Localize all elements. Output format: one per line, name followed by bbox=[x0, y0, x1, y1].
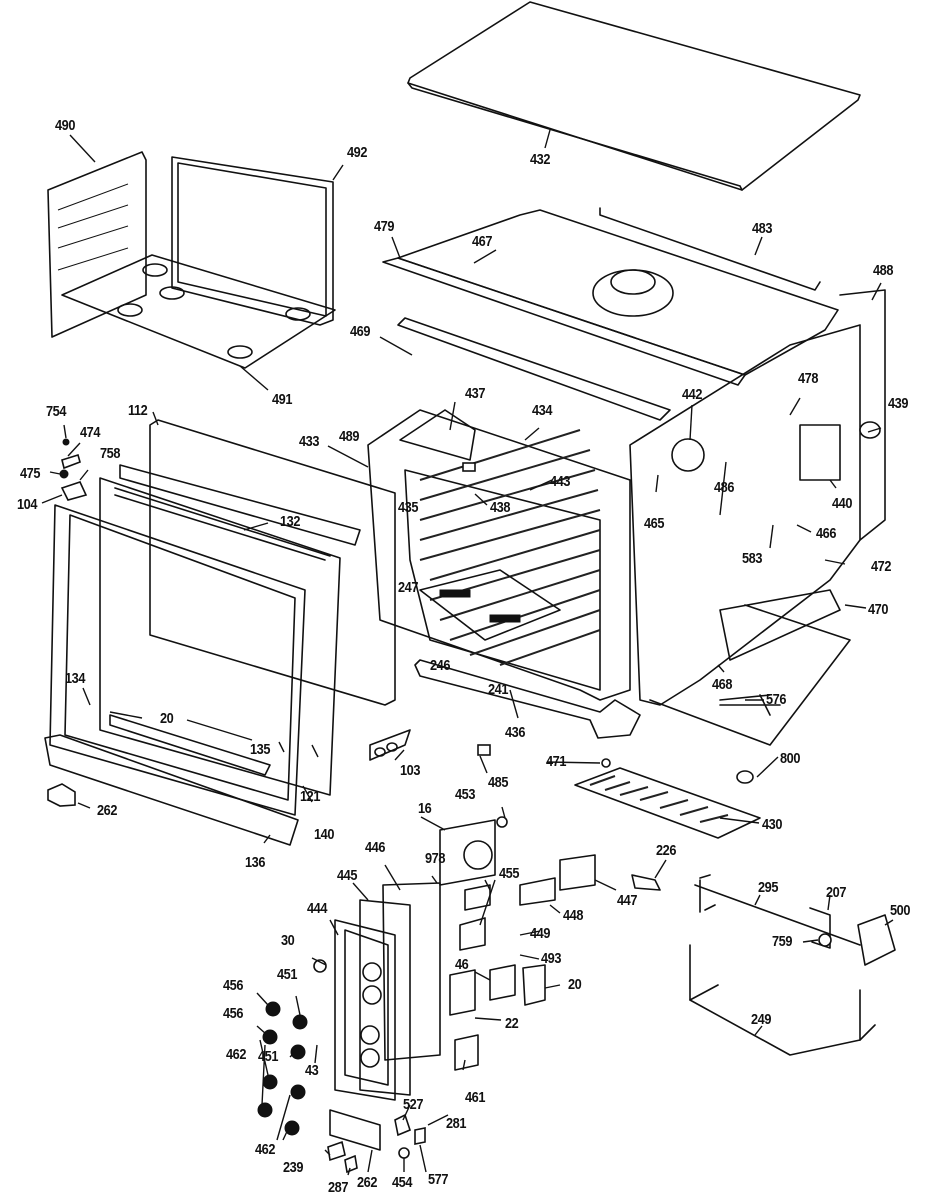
callout-438: 438 bbox=[490, 499, 511, 516]
callout-112: 112 bbox=[128, 402, 148, 419]
callout-978: 978 bbox=[425, 850, 446, 867]
oven-top-frame-part bbox=[382, 207, 839, 421]
callout-430: 430 bbox=[762, 816, 783, 833]
callout-500: 500 bbox=[890, 902, 911, 919]
callout-20-bracket: 20 bbox=[568, 976, 582, 993]
leader-lines bbox=[41, 129, 894, 1176]
callout-479: 479 bbox=[374, 218, 395, 235]
callout-467: 467 bbox=[472, 233, 493, 250]
callout-30: 30 bbox=[281, 932, 295, 949]
callout-577: 577 bbox=[428, 1171, 449, 1188]
callout-759: 759 bbox=[772, 933, 793, 950]
callout-449: 449 bbox=[530, 925, 551, 942]
callout-489: 489 bbox=[339, 428, 360, 445]
callout-262-door: 262 bbox=[97, 802, 118, 819]
callout-466: 466 bbox=[816, 525, 837, 542]
callout-468: 468 bbox=[712, 676, 733, 693]
callout-140: 140 bbox=[314, 826, 335, 843]
callout-462-b: 462 bbox=[255, 1141, 276, 1158]
callout-490: 490 bbox=[55, 117, 76, 134]
callout-20-door: 20 bbox=[160, 710, 174, 727]
callout-456-b: 456 bbox=[223, 1005, 244, 1022]
oven-cavity-part bbox=[367, 409, 641, 739]
callout-758: 758 bbox=[100, 445, 121, 462]
clock-and-switches-part bbox=[439, 816, 596, 1071]
storage-compartment-part bbox=[47, 151, 336, 369]
callout-432: 432 bbox=[530, 151, 551, 168]
callout-437: 437 bbox=[465, 385, 486, 402]
callout-434: 434 bbox=[532, 402, 553, 419]
callout-754: 754 bbox=[46, 403, 67, 420]
callout-433: 433 bbox=[299, 433, 320, 450]
callout-440: 440 bbox=[832, 495, 853, 512]
callout-436: 436 bbox=[505, 724, 526, 741]
callout-469: 469 bbox=[350, 323, 371, 340]
callout-576: 576 bbox=[766, 691, 787, 708]
callout-295: 295 bbox=[758, 879, 779, 896]
callout-453: 453 bbox=[455, 786, 476, 803]
callout-103: 103 bbox=[400, 762, 421, 779]
callout-486: 486 bbox=[714, 479, 735, 496]
callout-247: 247 bbox=[398, 579, 419, 596]
callout-478: 478 bbox=[798, 370, 819, 387]
callout-493: 493 bbox=[541, 950, 562, 967]
oven-door-part bbox=[44, 419, 411, 846]
callout-474: 474 bbox=[80, 424, 101, 441]
callout-16: 16 bbox=[418, 800, 432, 817]
callout-583: 583 bbox=[742, 550, 763, 567]
callout-483: 483 bbox=[752, 220, 773, 237]
callout-488: 488 bbox=[873, 262, 894, 279]
callout-46: 46 bbox=[455, 956, 469, 973]
callout-443: 443 bbox=[550, 473, 571, 490]
callout-439: 439 bbox=[888, 395, 909, 412]
callout-492: 492 bbox=[347, 144, 368, 161]
callout-455: 455 bbox=[499, 865, 520, 882]
callout-104: 104 bbox=[17, 496, 38, 513]
callout-451-b: 451 bbox=[258, 1048, 279, 1065]
callout-475: 475 bbox=[20, 465, 41, 482]
callout-226: 226 bbox=[656, 842, 677, 859]
oven-body-part bbox=[629, 289, 886, 784]
callout-43: 43 bbox=[305, 1062, 319, 1079]
callout-491: 491 bbox=[272, 391, 293, 408]
callout-262-panel: 262 bbox=[357, 1174, 378, 1191]
rotisserie-part bbox=[631, 874, 896, 1056]
callout-448: 448 bbox=[563, 907, 584, 924]
callout-527: 527 bbox=[403, 1096, 424, 1113]
callout-121: 121 bbox=[300, 788, 321, 805]
callout-470: 470 bbox=[868, 601, 889, 618]
callout-462-a: 462 bbox=[226, 1046, 247, 1063]
callout-249: 249 bbox=[751, 1011, 772, 1028]
callout-800: 800 bbox=[780, 750, 801, 767]
callout-22: 22 bbox=[505, 1015, 519, 1032]
callout-136: 136 bbox=[245, 854, 266, 871]
top-panel-432-part bbox=[407, 1, 861, 191]
callout-461: 461 bbox=[465, 1089, 486, 1106]
callout-134: 134 bbox=[65, 670, 86, 687]
callout-456-a: 456 bbox=[223, 977, 244, 994]
callout-435: 435 bbox=[398, 499, 419, 516]
callout-135: 135 bbox=[250, 741, 271, 758]
callout-472: 472 bbox=[871, 558, 892, 575]
callout-471: 471 bbox=[546, 753, 567, 770]
filter-430-part bbox=[477, 744, 761, 839]
callout-446: 446 bbox=[365, 839, 386, 856]
callout-246: 246 bbox=[430, 657, 451, 674]
callout-485: 485 bbox=[488, 774, 509, 791]
callout-132: 132 bbox=[280, 513, 301, 530]
callout-444: 444 bbox=[307, 900, 328, 917]
callout-465: 465 bbox=[644, 515, 665, 532]
callout-207: 207 bbox=[826, 884, 847, 901]
callout-241: 241 bbox=[488, 681, 509, 698]
callout-442: 442 bbox=[682, 386, 703, 403]
callout-239: 239 bbox=[283, 1159, 304, 1176]
callout-445: 445 bbox=[337, 867, 358, 884]
callout-281: 281 bbox=[446, 1115, 467, 1132]
callout-447: 447 bbox=[617, 892, 638, 909]
callout-454: 454 bbox=[392, 1174, 413, 1191]
control-panel-part bbox=[257, 882, 441, 1174]
callout-451-a: 451 bbox=[277, 966, 298, 983]
callout-287: 287 bbox=[328, 1179, 349, 1196]
